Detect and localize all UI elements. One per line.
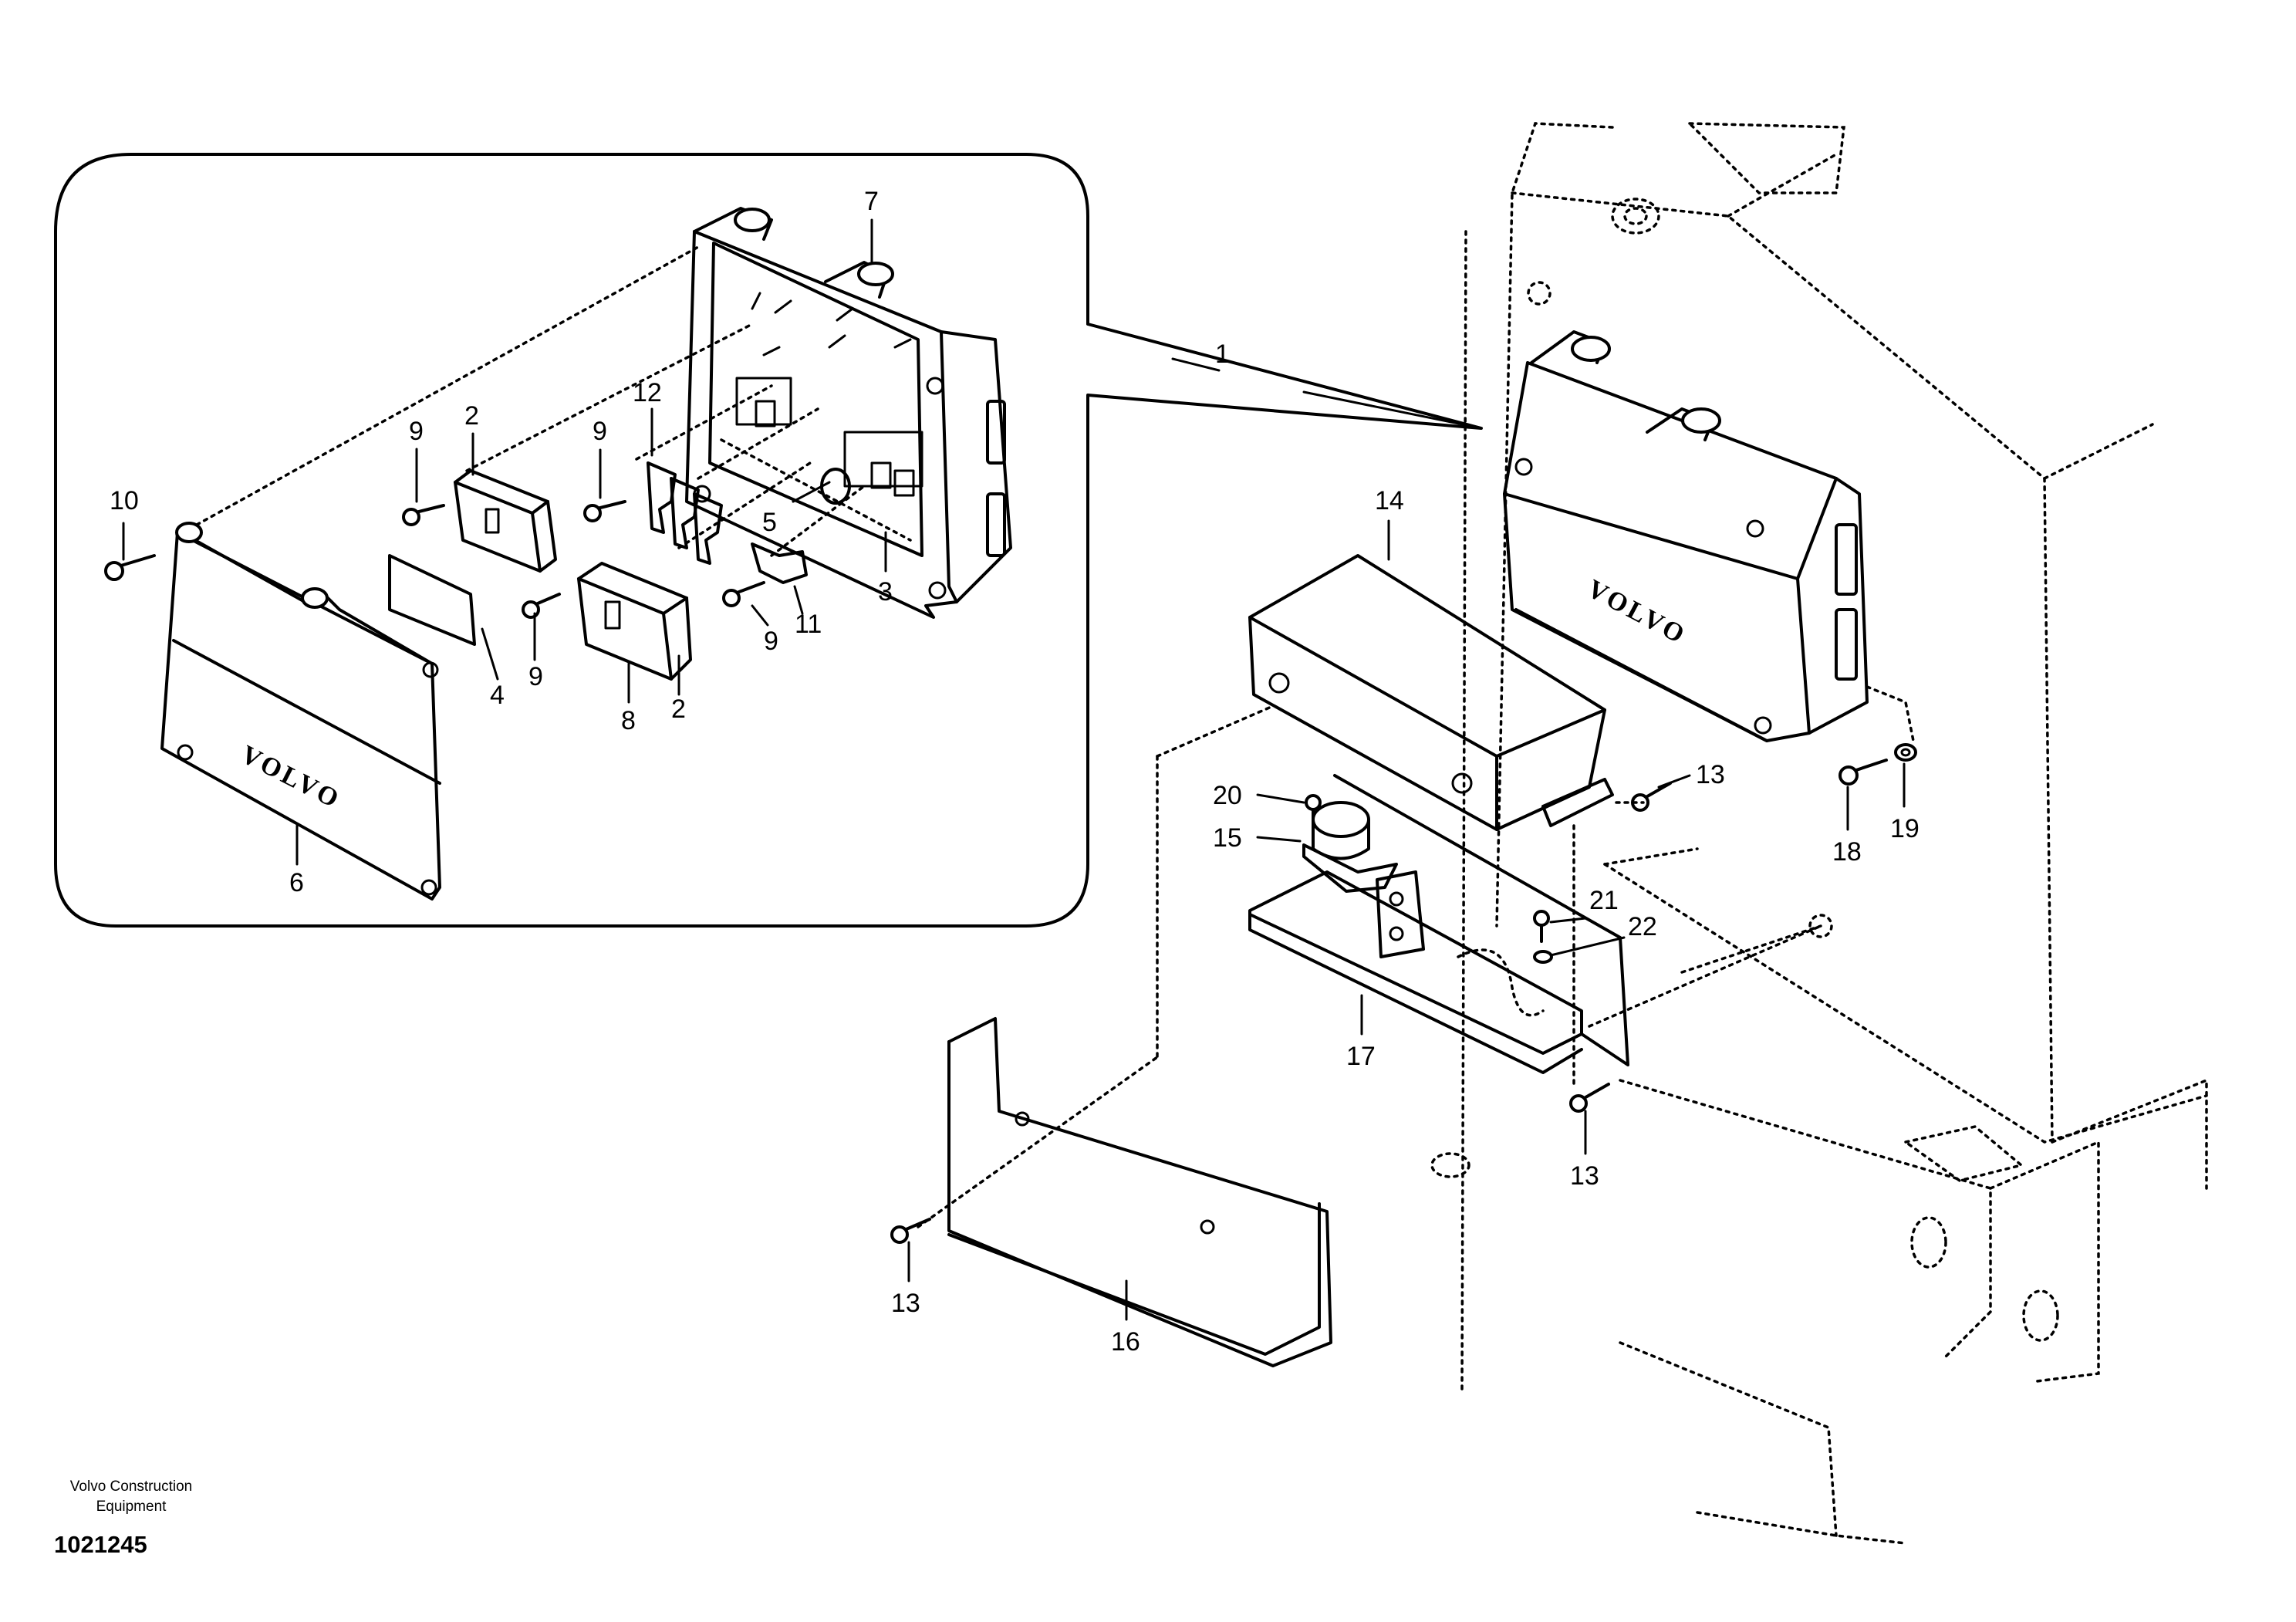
label-part-16: 16 <box>1111 1327 1140 1357</box>
label-part-9-b: 9 <box>593 417 607 446</box>
washer-part-19 <box>1894 743 1917 762</box>
screw-part-10 <box>104 554 156 581</box>
label-part-15: 15 <box>1213 823 1242 853</box>
label-part-18: 18 <box>1832 837 1862 867</box>
relay-cover-part-6: VOLVO <box>160 522 441 901</box>
label-part-22: 22 <box>1628 912 1657 941</box>
label-part-4: 4 <box>490 681 505 710</box>
screw-part-9-b <box>583 500 626 522</box>
label-part-21: 21 <box>1589 886 1619 915</box>
screw-part-9-c <box>522 593 561 619</box>
document-number: 1021245 <box>54 1531 147 1558</box>
label-part-13-upper: 13 <box>1696 760 1725 789</box>
label-part-7: 7 <box>864 187 879 216</box>
bracket-part-17 <box>1248 774 1629 1074</box>
lower-cover-part-16 <box>947 1017 1332 1367</box>
assembly-leader-lines <box>917 685 1915 1228</box>
detail-callout-frame <box>54 153 1483 928</box>
label-plate-part-4 <box>388 554 476 646</box>
label-part-11: 11 <box>795 610 822 639</box>
cover-volvo-logo: VOLVO <box>236 740 346 815</box>
label-part-19: 19 <box>1890 814 1920 843</box>
label-part-14: 14 <box>1375 486 1404 515</box>
label-part-17: 17 <box>1346 1042 1376 1071</box>
label-part-3: 3 <box>878 577 893 607</box>
detail-leader-lines <box>195 245 866 557</box>
label-part-2-lower: 2 <box>671 694 686 724</box>
box-volvo-logo: VOLVO <box>1582 574 1691 650</box>
screw-part-9-d <box>722 581 765 607</box>
company-name-line-2: Equipment <box>96 1499 167 1515</box>
terminal-clips-part-12 <box>647 461 723 565</box>
label-part-13-left: 13 <box>891 1289 920 1318</box>
label-part-8: 8 <box>621 706 636 735</box>
label-part-13-lower: 13 <box>1570 1161 1599 1191</box>
label-part-12: 12 <box>633 378 662 407</box>
screw-part-21 <box>1533 910 1550 943</box>
screw-part-9-a <box>402 504 445 526</box>
screw-part-13-lower <box>1569 1083 1610 1113</box>
label-part-2-upper: 2 <box>464 401 479 431</box>
relay-housing-part-7 <box>685 207 1012 619</box>
label-part-1: 1 <box>1215 340 1230 369</box>
label-part-10: 10 <box>110 486 139 515</box>
label-part-20: 20 <box>1213 781 1242 810</box>
screw-part-20 <box>1305 794 1322 827</box>
relay-part-8 <box>577 562 692 681</box>
label-leaders <box>122 218 1906 1321</box>
footer-block: Volvo Construction Equipment 1021245 <box>54 1478 192 1558</box>
washer-part-22 <box>1533 950 1553 964</box>
screw-part-13-left <box>890 1218 931 1244</box>
box-part-14 <box>1248 554 1614 831</box>
label-part-6: 6 <box>289 868 304 897</box>
label-part-5: 5 <box>762 508 777 537</box>
label-part-9-d: 9 <box>764 627 778 656</box>
label-part-9-a: 9 <box>409 417 424 446</box>
machine-frame-outline <box>1430 122 2208 1545</box>
screw-part-18 <box>1838 759 1888 786</box>
bracket-part-11 <box>751 542 808 584</box>
screw-part-13-upper <box>1631 782 1672 812</box>
part-number-labels: 7 10 2 9 9 12 9 4 8 2 9 11 5 3 6 1 14 20… <box>110 187 1920 1357</box>
buzzer-part-15 <box>1302 801 1398 893</box>
company-name-line-1: Volvo Construction <box>70 1478 192 1495</box>
relay-part-2-upper <box>454 469 557 573</box>
label-part-9-c: 9 <box>528 662 543 691</box>
